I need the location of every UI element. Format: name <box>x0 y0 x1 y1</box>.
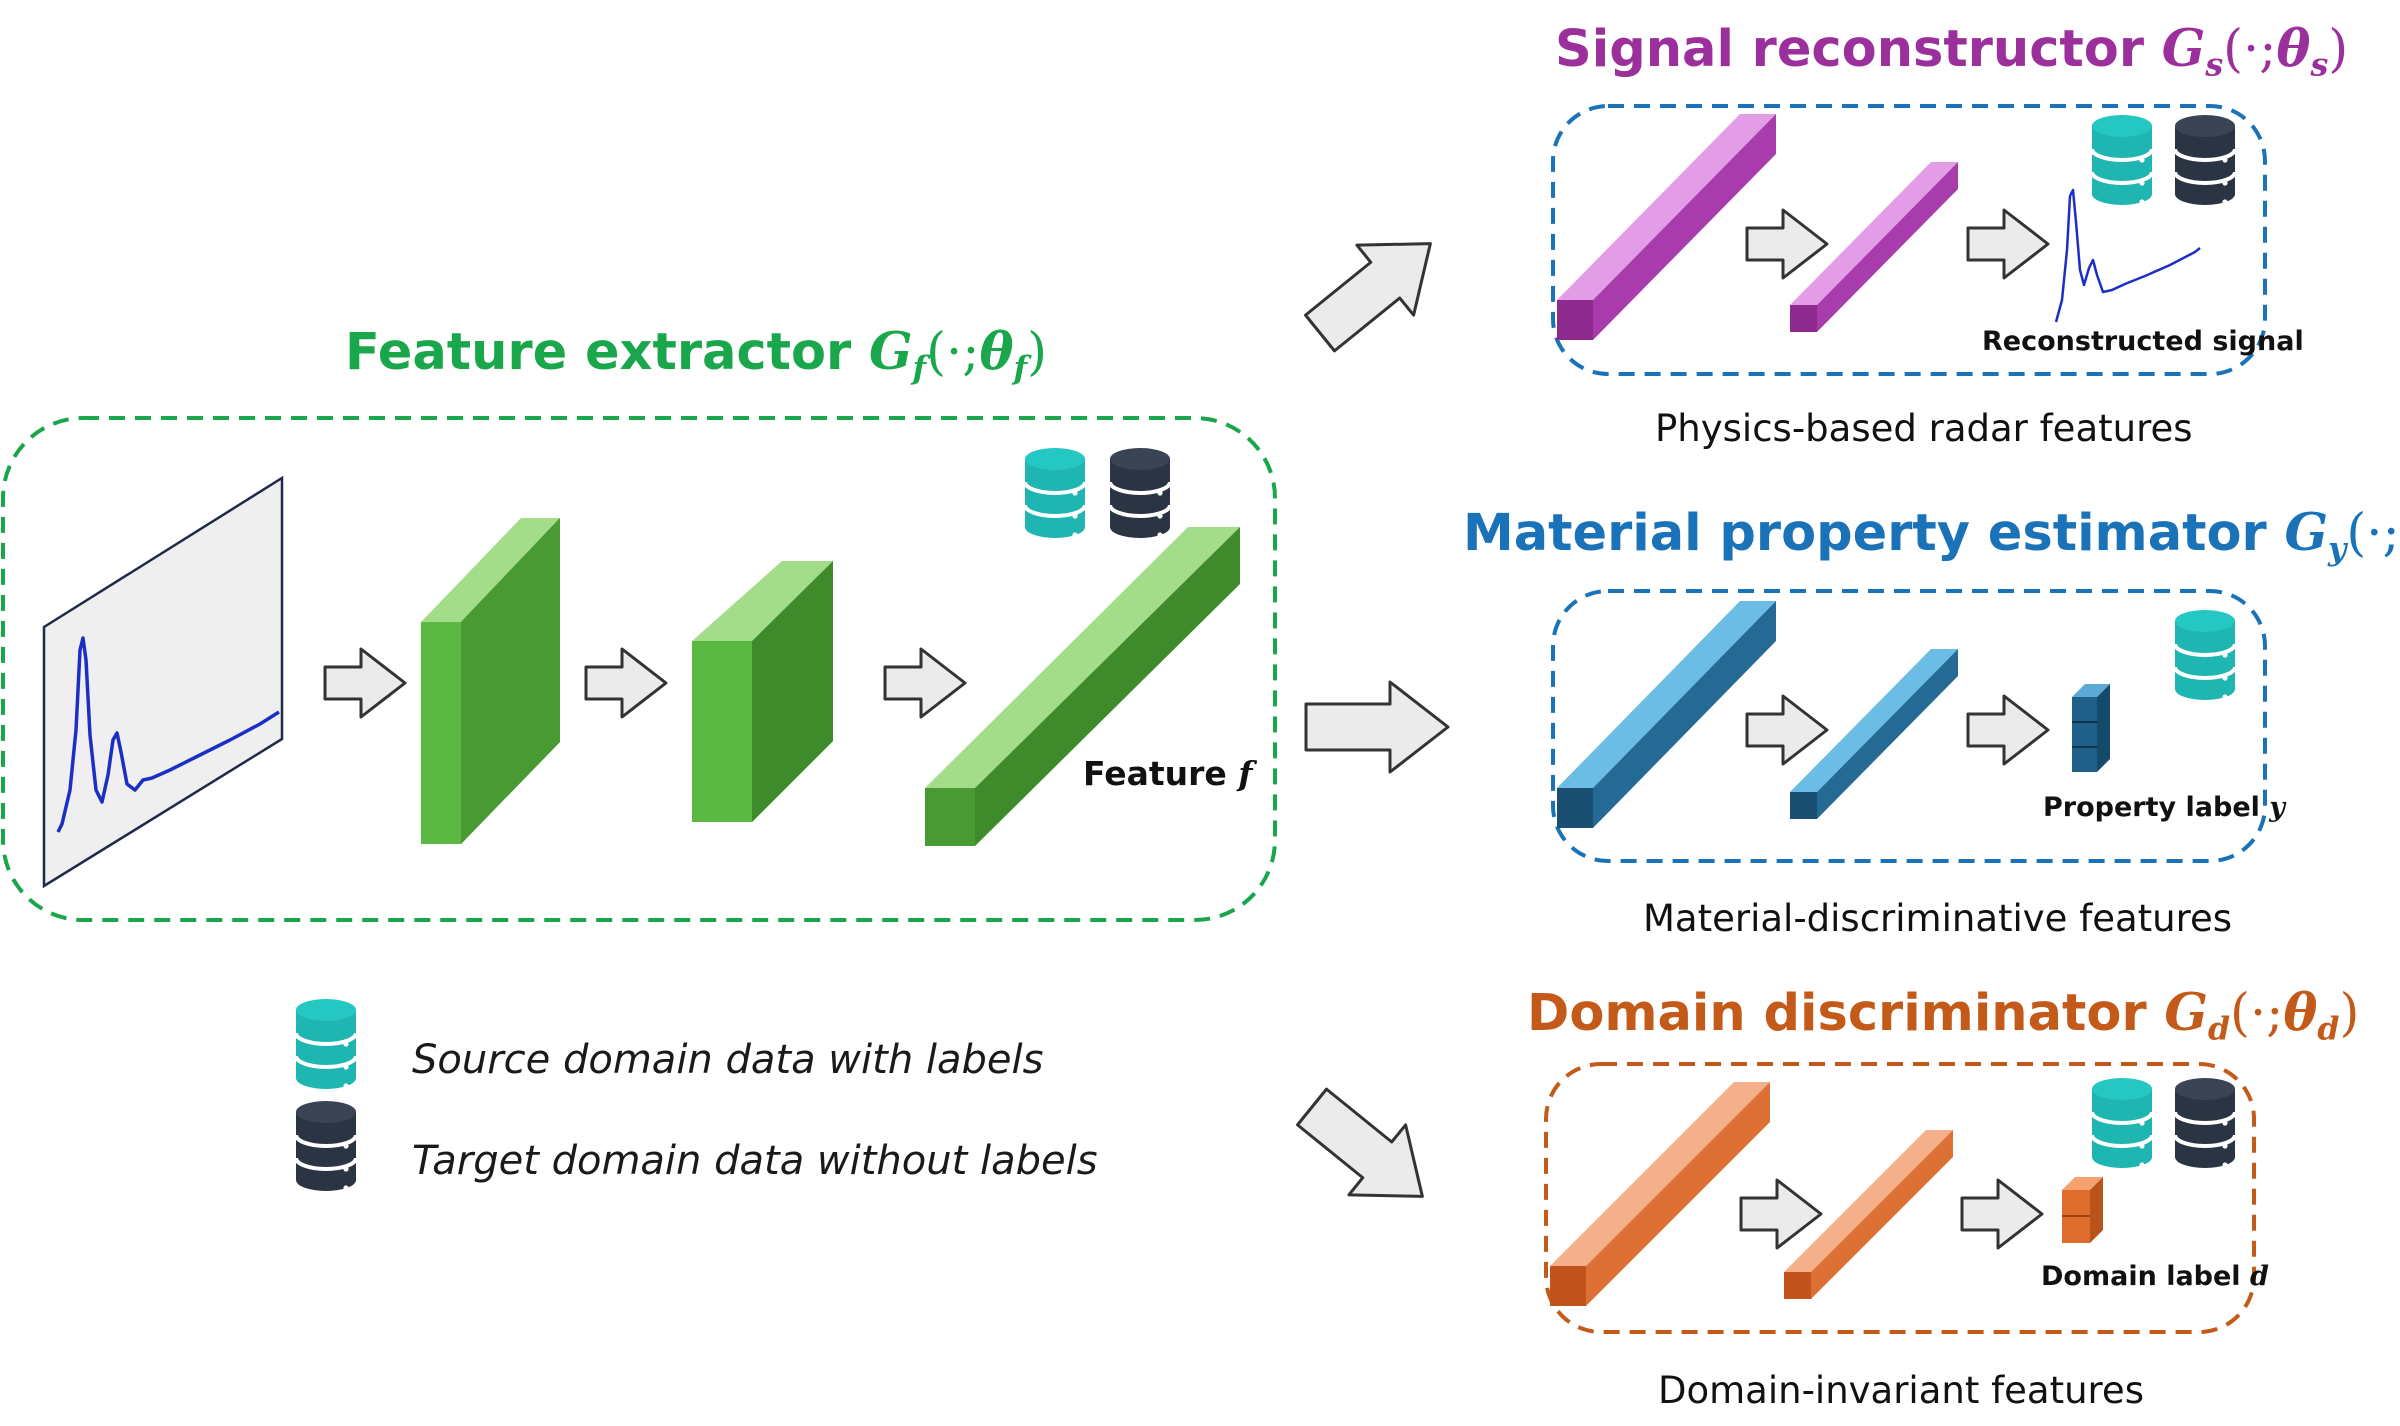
property-symbol: y <box>2269 792 2285 823</box>
arrow-right-icon <box>323 647 407 719</box>
reconstructor-caption: Physics-based radar features <box>1655 407 2193 450</box>
input-signal-plot <box>42 475 284 889</box>
domain-label-cubes <box>2062 1177 2103 1243</box>
feature-extractor-title: Feature extractor Gf(·;θf) <box>345 327 1047 384</box>
feature-vector-bar <box>925 527 1240 846</box>
arrow-right-icon <box>1745 208 1829 280</box>
reconstructor-bar-1 <box>1557 114 1776 340</box>
property-label: Property label y <box>2043 792 2285 823</box>
database-teal-icon <box>2173 608 2237 702</box>
material-estimator-panel <box>1551 589 2267 863</box>
database-dark-icon <box>2173 113 2237 207</box>
domain-label: Domain label d <box>2041 1261 2269 1292</box>
domain-symbol: d <box>2249 1261 2269 1292</box>
arrow-right-icon <box>883 647 967 719</box>
arrow-to-discriminator-icon <box>1282 1070 1453 1233</box>
legend-target-text: Target domain data without labels <box>412 1138 1098 1184</box>
feature-symbol: f <box>1238 754 1253 793</box>
database-dark-icon <box>1108 446 1172 540</box>
discriminator-bar-2 <box>1784 1130 1953 1299</box>
signal-reconstructor-formula: Gs(·;θs) <box>2161 19 2349 84</box>
database-teal-icon <box>1023 446 1087 540</box>
arrow-right-icon <box>1739 1178 1823 1250</box>
database-teal-icon <box>2090 113 2154 207</box>
arrow-right-icon <box>1960 1178 2044 1250</box>
discriminator-caption: Domain-invariant features <box>1658 1369 2144 1412</box>
estimator-bar-1 <box>1557 601 1776 828</box>
reconstructor-bar-2 <box>1790 162 1958 332</box>
discriminator-bar-1 <box>1550 1082 1770 1306</box>
signal-reconstructor-title-text: Signal reconstructor <box>1555 20 2144 79</box>
database-teal-icon <box>2090 1076 2154 1170</box>
arrow-right-icon <box>1966 208 2050 280</box>
reconstructed-signal-plot <box>2054 188 2201 323</box>
legend-source-text: Source domain data with labels <box>412 1037 1044 1083</box>
arrow-to-reconstructor-icon <box>1290 207 1461 370</box>
estimator-caption: Material-discriminative features <box>1643 897 2233 940</box>
material-estimator-title: Material property estimator Gy(·;θy) <box>1463 508 2400 565</box>
domain-discriminator-title: Domain discriminator Gd(·;θd) <box>1527 988 2359 1045</box>
arrow-to-estimator-icon <box>1304 680 1450 774</box>
property-label-cubes <box>2072 684 2110 772</box>
feature-extractor-title-text: Feature extractor <box>345 323 852 382</box>
feature-label: Feature f <box>1083 754 1253 793</box>
signal-reconstructor-title: Signal reconstructor Gs(·;θs) <box>1555 24 2348 81</box>
domain-discriminator-formula: Gd(·;θd) <box>2164 983 2360 1048</box>
estimator-bar-2 <box>1790 649 1958 819</box>
conv-block-2 <box>692 561 833 822</box>
signal-reconstructor-panel <box>1551 104 2267 376</box>
conv-block-1 <box>421 518 560 844</box>
feature-extractor-formula: Gf(·;θf) <box>868 322 1047 387</box>
material-estimator-title-text: Material property estimator <box>1463 504 2267 563</box>
arrow-right-icon <box>1745 694 1829 766</box>
database-dark-icon <box>2173 1076 2237 1170</box>
reconstructed-signal-label: Reconstructed signal <box>1982 326 2304 357</box>
legend-target-db-icon <box>294 1099 358 1193</box>
material-estimator-formula: Gy(·;θy) <box>2284 503 2400 568</box>
legend-source-db-icon <box>294 997 358 1091</box>
feature-extractor-panel <box>1 416 1277 922</box>
arrow-right-icon <box>1966 694 2050 766</box>
domain-discriminator-panel <box>1544 1062 2256 1334</box>
domain-discriminator-title-text: Domain discriminator <box>1527 984 2147 1043</box>
arrow-right-icon <box>584 647 668 719</box>
